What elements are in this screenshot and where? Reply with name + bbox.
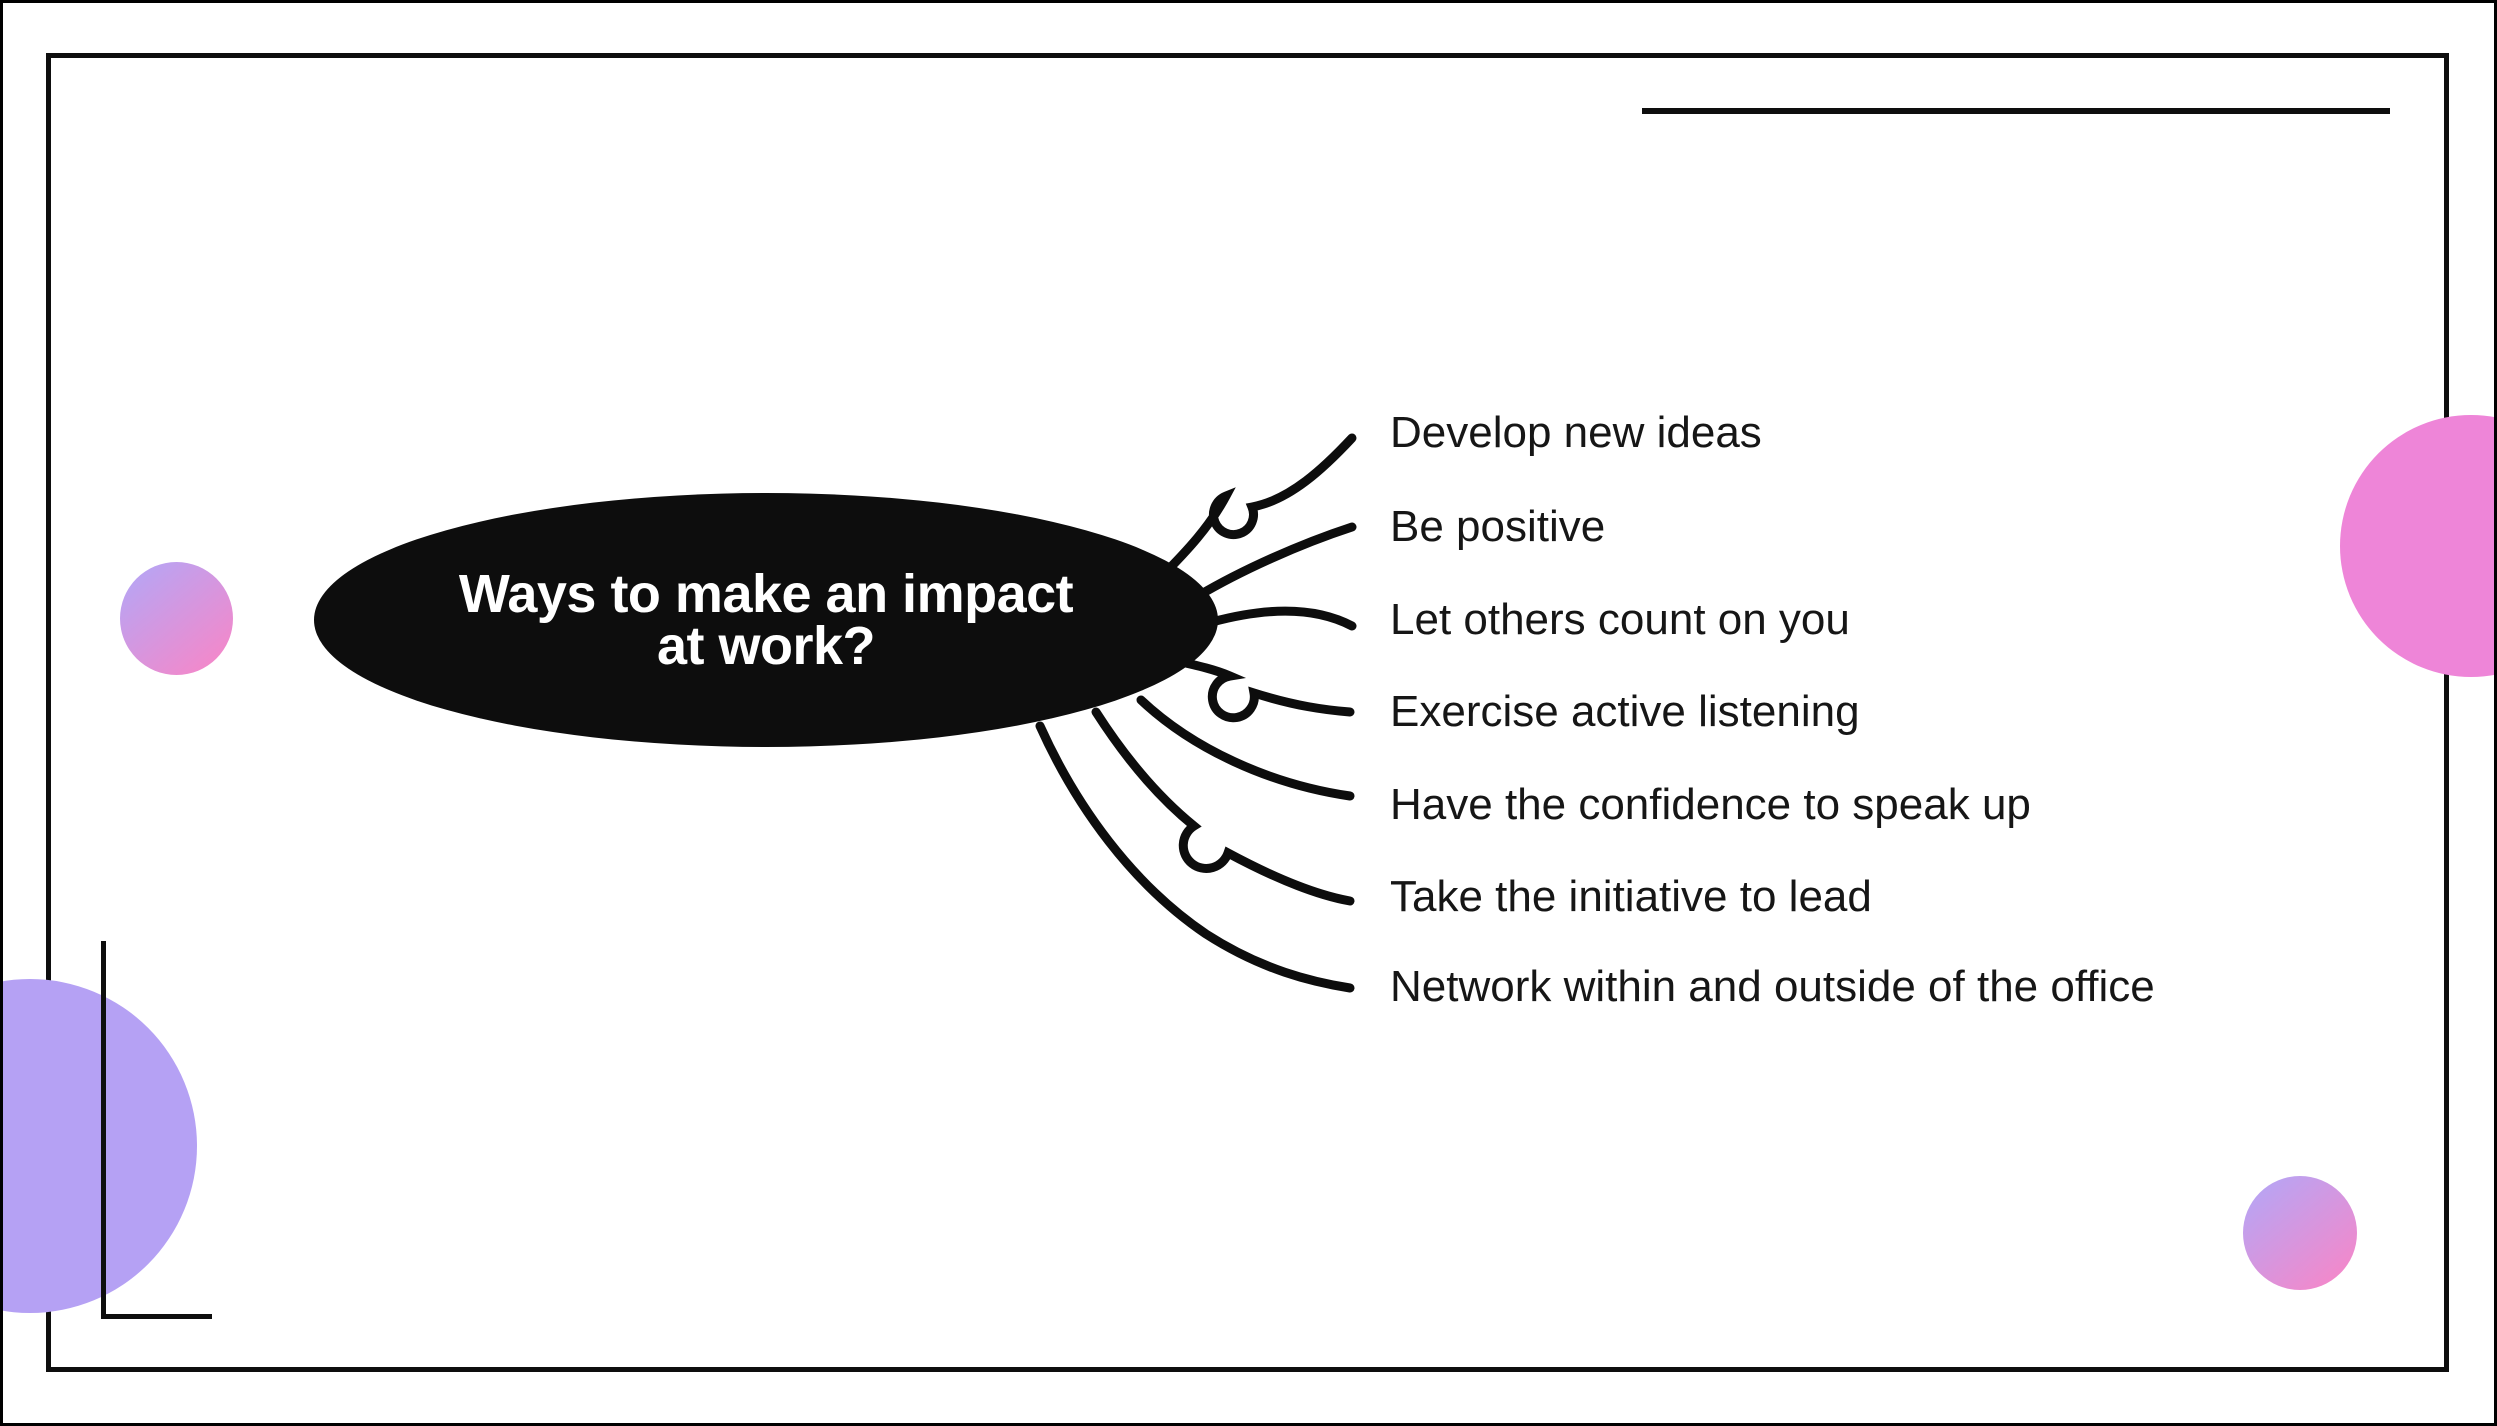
topic-title-line2: at work?	[656, 616, 876, 676]
gradient-circle-left	[120, 562, 233, 675]
branch-label-develop-new-ideas[interactable]: Develop new ideas	[1390, 408, 1762, 457]
branch-label-take-the-initiative[interactable]: Take the initiative to lead	[1390, 872, 1872, 921]
inner-frame-border	[46, 53, 2449, 1372]
central-topic-text[interactable]: Ways to make an impact at work?	[316, 564, 1216, 676]
branch-line-let-others-count-on-you	[1207, 606, 1357, 631]
branch-line-have-the-confidence	[1136, 695, 1355, 801]
branch-line-develop-new-ideas	[1155, 433, 1357, 583]
branch-line-exercise-active-listening	[1167, 655, 1355, 723]
central-topic-bubble[interactable]	[314, 493, 1218, 747]
branch-label-exercise-active-listening[interactable]: Exercise active listening	[1390, 687, 1860, 736]
topic-title-line1: Ways to make an impact	[458, 564, 1074, 624]
branch-line-be-positive	[1193, 522, 1357, 601]
top-right-rule-line	[1642, 108, 2390, 114]
branch-label-let-others-count-on-you[interactable]: Let others count on you	[1390, 595, 1850, 644]
branch-line-take-the-initiative	[1091, 707, 1355, 906]
branch-label-have-the-confidence[interactable]: Have the confidence to speak up	[1390, 780, 2031, 829]
branch-label-network[interactable]: Network within and outside of the office	[1390, 962, 2155, 1011]
gradient-circle-bottom-right	[2243, 1176, 2357, 1290]
corner-l-line-bottom-left	[101, 941, 212, 1319]
branch-label-be-positive[interactable]: Be positive	[1390, 502, 1606, 551]
branch-line-network	[1035, 721, 1355, 993]
